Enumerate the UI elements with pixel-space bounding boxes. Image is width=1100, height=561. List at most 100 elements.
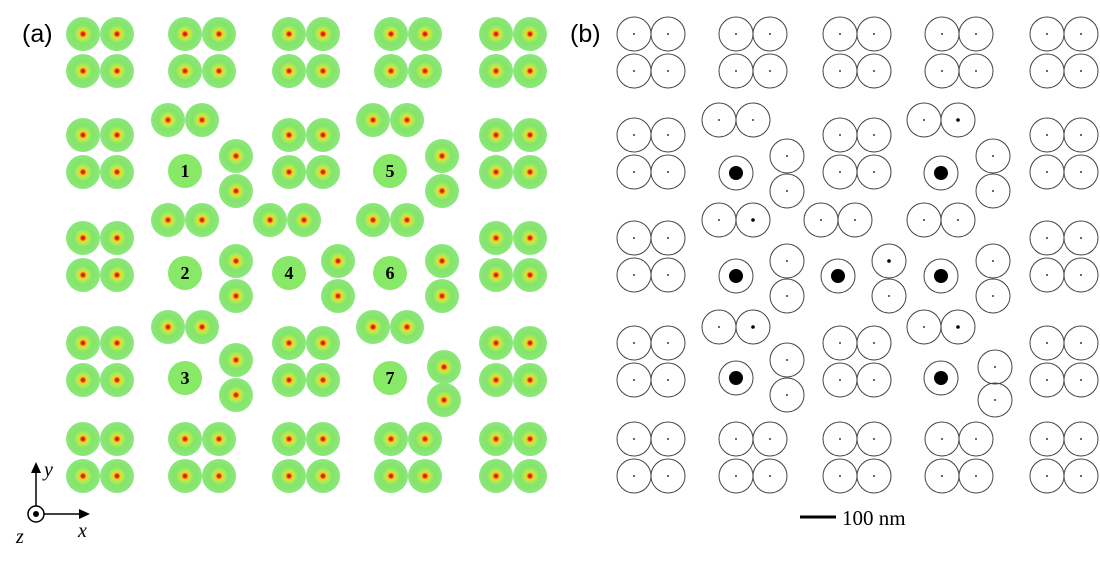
rod [202,17,236,51]
rod-outline [735,202,771,238]
field-dot [994,366,996,368]
field-dot [839,33,841,35]
field-dot [1080,475,1082,477]
field-dot [735,475,737,477]
field-dot [873,70,875,72]
defect-rod [168,154,202,188]
panel-b-mode-lattice [616,16,1099,494]
rod [408,54,442,88]
field-dot [839,70,841,72]
rod [356,203,390,237]
field-dot [854,219,856,221]
rod [427,350,461,384]
rod-outline [856,53,892,89]
rod-outline [1063,220,1099,256]
x-axis-label: x [77,520,87,542]
rod-outline [752,16,788,52]
rod-outline [856,154,892,190]
rod [479,17,513,51]
rod-outline [769,173,805,209]
field-dot [941,438,943,440]
rod-outline [650,362,686,398]
field-dot [957,219,959,221]
field-dot [923,326,925,328]
rod [425,139,459,173]
rod [425,279,459,313]
rod [202,422,236,456]
panel-b-label: (b) [570,20,601,48]
rod [513,363,547,397]
field-dot [633,134,635,136]
field-dot [1046,70,1048,72]
rod [321,279,355,313]
field-dot [786,155,788,157]
rod [513,54,547,88]
field-dot [975,70,977,72]
field-dot [1080,438,1082,440]
field-dot [786,295,788,297]
field-dot [667,342,669,344]
rod-outline [735,102,771,138]
rod-outline [650,325,686,361]
rod [390,203,424,237]
field-dot [751,218,755,222]
rod [356,310,390,344]
rod [306,155,340,189]
field-dot [633,438,635,440]
rod [272,155,306,189]
field-dot [769,33,771,35]
cavity-mode-dot [729,371,743,385]
cavity-label-4: 4 [285,263,294,283]
field-dot [873,33,875,35]
rod [427,383,461,417]
rod [306,459,340,493]
field-dot [667,70,669,72]
cavity-mode-dot [831,269,845,283]
defect-rod [373,361,407,395]
cavity-mode-dot [729,269,743,283]
field-dot [1080,237,1082,239]
rod [479,258,513,292]
y-axis-label: y [42,459,53,481]
rod-outline [1063,362,1099,398]
field-dot [633,33,635,35]
field-dot [1080,274,1082,276]
rod-outline [1063,117,1099,153]
rod-outline [650,458,686,494]
rod [272,422,306,456]
cavity-mode-dot [934,269,948,283]
field-dot [751,325,755,329]
field-dot [820,219,822,221]
rod-outline [650,117,686,153]
rod [272,363,306,397]
cavity-mode-dot [729,166,743,180]
rod-outline [769,278,805,314]
defect-rod-outline [718,155,754,191]
rod [374,54,408,88]
rod-outline [871,243,907,279]
field-dot [667,379,669,381]
rod-outline [650,53,686,89]
rod-outline [1063,458,1099,494]
field-dot [839,438,841,440]
rod-outline [650,257,686,293]
rod [66,118,100,152]
field-dot [1080,70,1082,72]
rod-outline [856,117,892,153]
rod-outline [856,16,892,52]
rod [306,422,340,456]
rod [219,279,253,313]
rod [287,203,321,237]
field-dot [1080,134,1082,136]
field-dot [1046,475,1048,477]
field-dot [667,134,669,136]
rod [479,459,513,493]
rod [272,17,306,51]
field-dot [633,171,635,173]
rod [66,459,100,493]
field-dot [718,326,720,328]
defect-rod-outline [923,258,959,294]
field-dot [956,325,960,329]
rod-outline [1063,53,1099,89]
